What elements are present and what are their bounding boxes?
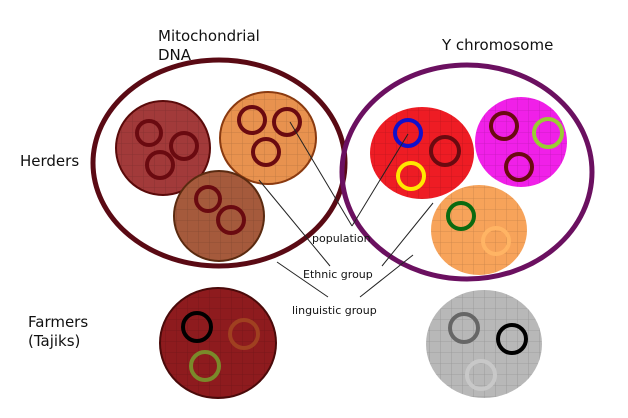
y-population-blob-magenta bbox=[475, 97, 567, 187]
mt-herders-outline bbox=[90, 57, 348, 269]
ring-icon bbox=[446, 201, 476, 231]
mt-population-blob-2 bbox=[219, 91, 317, 185]
pointer-ethnic-right bbox=[381, 202, 434, 267]
y-population-blob-orange bbox=[431, 185, 527, 275]
y-herders-outline bbox=[339, 62, 595, 282]
pointer-population-right bbox=[351, 133, 409, 227]
pointer-linguistic-right bbox=[359, 254, 414, 298]
ring-icon bbox=[216, 205, 246, 235]
mitochondrial-dna-heading: Mitochondrial DNA bbox=[158, 27, 260, 64]
ring-icon bbox=[448, 312, 480, 344]
ring-icon bbox=[481, 226, 511, 256]
ring-icon bbox=[272, 107, 302, 137]
pointer-ethnic-left bbox=[258, 179, 331, 267]
ring-icon bbox=[145, 150, 175, 180]
herders-label: Herders bbox=[20, 152, 80, 170]
ring-icon bbox=[532, 117, 564, 149]
pointer-linguistic-left bbox=[276, 261, 329, 298]
y-population-blob-red bbox=[370, 107, 474, 199]
ring-icon bbox=[189, 350, 221, 382]
ring-icon bbox=[504, 152, 534, 182]
ring-icon bbox=[237, 105, 267, 135]
ring-icon bbox=[181, 311, 213, 343]
ring-icon bbox=[393, 118, 423, 148]
ring-icon bbox=[489, 111, 519, 141]
farmers-mt-population bbox=[159, 287, 277, 399]
ring-icon bbox=[496, 323, 528, 355]
pointer-lines bbox=[258, 121, 434, 298]
ring-icon bbox=[169, 131, 199, 161]
farmers-label: Farmers (Tajiks) bbox=[28, 313, 89, 350]
pointer-population-left bbox=[289, 121, 353, 227]
ring-icon bbox=[194, 185, 222, 213]
ethnic-group-legend-label: Ethnic group bbox=[303, 268, 373, 281]
ring-icon bbox=[465, 359, 497, 391]
y-chromosome-heading: Y chromosome bbox=[442, 36, 554, 54]
population-legend-label: population bbox=[312, 232, 371, 245]
ring-icon bbox=[396, 161, 426, 191]
ring-icon bbox=[251, 137, 281, 167]
farmers-y-population bbox=[426, 290, 542, 398]
ring-icon bbox=[228, 318, 260, 350]
ring-icon bbox=[429, 135, 461, 167]
linguistic-group-legend-label: linguistic group bbox=[292, 304, 377, 317]
mt-population-blob-3 bbox=[173, 170, 265, 262]
mt-population-blob-1 bbox=[115, 100, 211, 196]
ring-icon bbox=[135, 119, 163, 147]
